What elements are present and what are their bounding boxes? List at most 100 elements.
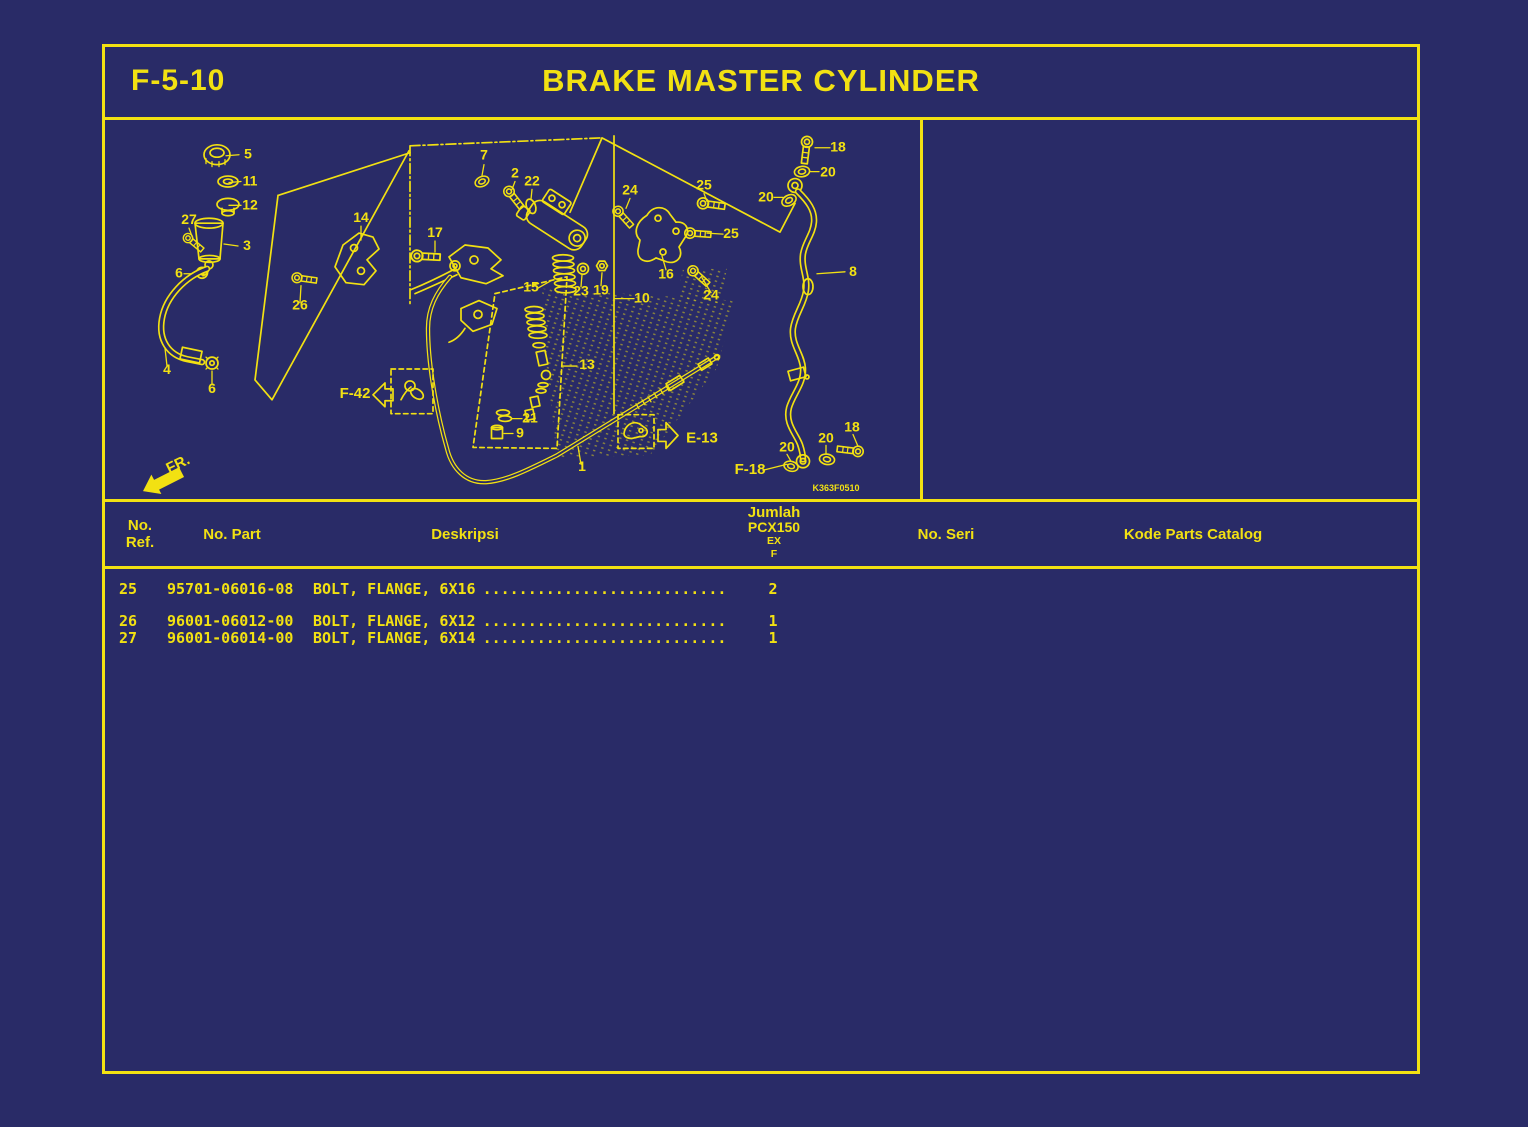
diagram-label: 20 (820, 164, 836, 180)
cell-part-number: 96001-06012-00 (167, 612, 294, 630)
boot-9 (490, 424, 504, 440)
diagram-label: 7 (480, 147, 488, 163)
column-header-qty: Jumlah PCX150 EX F (724, 505, 824, 561)
table-row[interactable]: 26 96001-06012-00 BOLT, FLANGE, 6X12....… (105, 612, 1417, 630)
centerline (409, 137, 603, 308)
cell-ref: 27 (119, 629, 138, 647)
washer-20a (792, 164, 812, 179)
diagram-label: F-42 (340, 385, 371, 402)
ref-arrow-e13 (657, 421, 679, 450)
washer-20d (817, 452, 837, 467)
lever-joint (448, 299, 498, 344)
column-header-catalog: Kode Parts Catalog (1123, 526, 1263, 543)
diagram-label: 27 (181, 211, 197, 227)
title-bar: F-5-10 BRAKE MASTER CYLINDER (105, 47, 1417, 120)
diagram-label: 19 (593, 282, 609, 298)
column-header-ref-line2: Ref. (125, 534, 155, 551)
dot-leader: ........................... (482, 580, 727, 598)
diagram-label: 24 (622, 181, 638, 197)
bracket-14 (334, 232, 380, 286)
washer-7 (472, 173, 492, 190)
cell-description: BOLT, FLANGE, 6X12......................… (313, 612, 726, 630)
description-text: BOLT, FLANGE, 6X14 (313, 629, 476, 647)
diagram-label: 26 (292, 297, 308, 313)
clamp-6b (205, 356, 219, 370)
diagram-label: 11 (243, 173, 258, 189)
master-cylinder-body (515, 188, 589, 251)
page-title: BRAKE MASTER CYLINDER (542, 63, 980, 98)
washer-20b (778, 191, 800, 210)
diagram-label: 12 (242, 196, 258, 212)
diagram-label: 3 (243, 237, 251, 253)
cell-ref: 25 (119, 580, 138, 598)
diagram-label: 6 (175, 265, 183, 281)
nut-19 (595, 260, 609, 272)
diagram-label: 20 (758, 188, 774, 204)
nut-23 (576, 262, 590, 276)
diagram-label: 9 (516, 425, 524, 441)
description-text: BOLT, FLANGE, 6X12 (313, 612, 476, 630)
dot-leader: ........................... (482, 612, 727, 630)
washer-11 (217, 175, 239, 188)
hose-4 (157, 265, 211, 366)
ref-box-e13 (617, 413, 655, 450)
table-row[interactable]: 25 95701-06016-08 BOLT, FLANGE, 6X16....… (105, 580, 1417, 598)
cable-1 (425, 274, 721, 485)
cell-part-number: 95701-06016-08 (167, 580, 294, 598)
diagram-label: 25 (696, 177, 712, 193)
diagram-label: 14 (353, 209, 369, 225)
qty-header-model: PCX150 (747, 519, 801, 535)
qty-header-ex: EX (766, 535, 781, 547)
cell-description: BOLT, FLANGE, 6X14......................… (313, 629, 726, 647)
cell-quantity: 2 (768, 580, 778, 598)
diagram-label: F-18 (735, 461, 766, 478)
diagram-label: 13 (579, 356, 595, 372)
perspective-lines (254, 135, 796, 415)
table-row[interactable]: 27 96001-06014-00 BOLT, FLANGE, 6X14....… (105, 629, 1417, 647)
diagram-label: 23 (573, 283, 589, 299)
bolt-25a (695, 196, 727, 213)
cell-part-number: 96001-06014-00 (167, 629, 294, 647)
column-header-seri: No. Seri (917, 526, 975, 543)
diagram-side-panel (923, 120, 1417, 499)
bolt-18a (798, 134, 814, 166)
diagram-label: 5 (244, 146, 252, 162)
hose-8 (784, 177, 818, 469)
rings-21 (495, 409, 513, 423)
diagram-label: 1 (578, 458, 586, 474)
diagram-label: 18 (830, 139, 846, 155)
bolt-27 (180, 230, 207, 255)
table-header: No. Ref. No. Part Deskripsi Jumlah PCX15… (105, 502, 1417, 569)
column-header-part: No. Part (203, 526, 261, 543)
column-header-ref: No. Ref. (115, 517, 165, 551)
diagram-label: 6 (208, 380, 216, 396)
page-code: F-5-10 (131, 64, 226, 97)
kit-box-13 (472, 275, 568, 450)
reservoir-cap (203, 143, 231, 168)
lever-bracket (410, 244, 504, 295)
cell-quantity: 1 (768, 612, 778, 630)
diagram-label: 15 (523, 279, 539, 295)
diagram-label: 21 (522, 410, 538, 426)
dot-leader: ........................... (482, 629, 727, 647)
diagram-label: 20 (779, 438, 795, 454)
description-text: BOLT, FLANGE, 6X16 (313, 580, 476, 598)
diagram-label: 4 (163, 361, 171, 377)
diagram-label: 10 (634, 290, 650, 306)
diaphragm-12 (216, 197, 240, 217)
diagram-label: K363F0510 (813, 483, 860, 493)
cell-quantity: 1 (768, 629, 778, 647)
shading-speckle (677, 268, 727, 304)
ref-box-f42 (390, 368, 434, 415)
cell-description: BOLT, FLANGE, 6X16......................… (313, 580, 726, 598)
diagram-label: 2 (511, 165, 519, 181)
diagram-label: 22 (524, 173, 540, 189)
column-header-ref-line1: No. (127, 517, 153, 534)
catalog-frame: F-5-10 BRAKE MASTER CYLINDER (102, 44, 1420, 1074)
diagram-label: 17 (427, 224, 443, 240)
bolt-17 (410, 249, 442, 264)
